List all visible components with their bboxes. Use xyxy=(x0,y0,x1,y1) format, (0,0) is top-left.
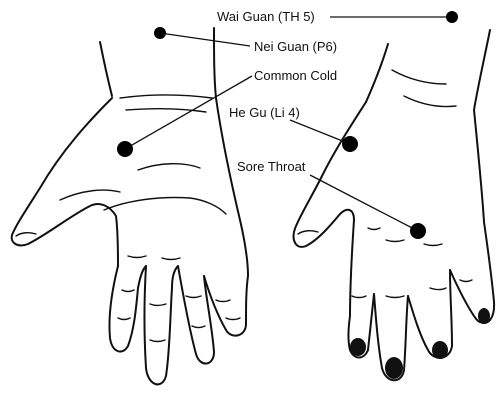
label-nei-guan: Nei Guan (P6) xyxy=(254,39,337,54)
label-sore-throat: Sore Throat xyxy=(237,159,306,174)
leader-sore-throat xyxy=(310,175,418,231)
point-common-cold xyxy=(117,141,133,157)
label-wai-guan: Wai Guan (TH 5) xyxy=(217,9,315,24)
label-he-gu: He Gu (Li 4) xyxy=(229,105,300,120)
point-sore-throat xyxy=(410,223,426,239)
point-wai-guan xyxy=(446,11,458,23)
point-labels: Wai Guan (TH 5) Nei Guan (P6) Common Col… xyxy=(217,9,337,174)
leader-nei-guan xyxy=(160,33,250,46)
left-hand-palm xyxy=(12,28,248,384)
point-he-gu xyxy=(342,136,358,152)
leader-he-gu xyxy=(290,120,350,144)
label-common-cold: Common Cold xyxy=(254,68,337,83)
point-nei-guan xyxy=(154,27,166,39)
